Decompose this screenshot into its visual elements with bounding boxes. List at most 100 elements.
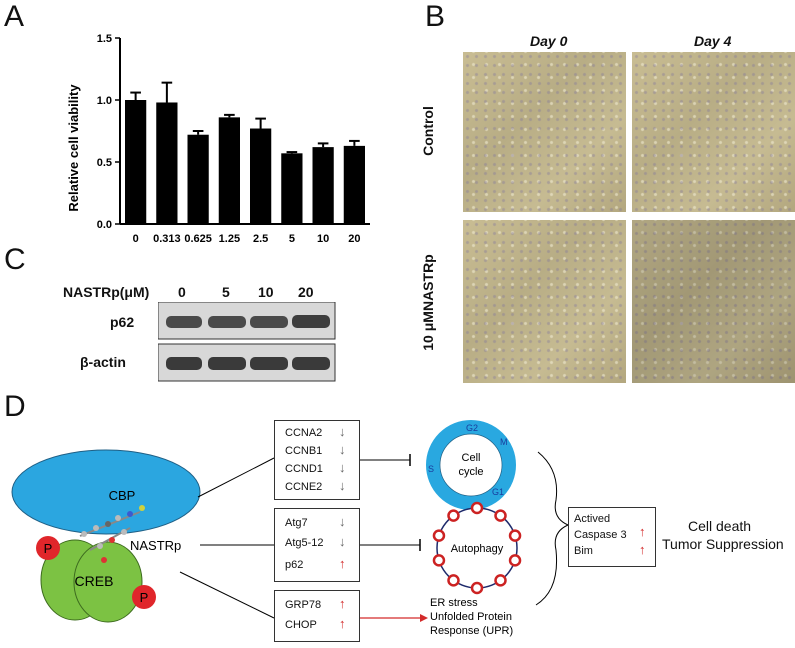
down-arrow: ↓ (339, 478, 346, 493)
col-label-day4: Day 4 (694, 33, 732, 49)
up-arrow: ↑ (339, 556, 346, 571)
outcome-tumor-suppression: Tumor Suppression (662, 536, 784, 552)
autophagosome-vesicle (494, 509, 507, 522)
x-tick-label: 0 (133, 233, 139, 245)
nastrp-molecule (79, 505, 145, 563)
nastrp-label: NASTRp (130, 538, 181, 553)
band-p62-10 (250, 316, 288, 328)
autophagy-gene-box: Atg7 Atg5-12 p62 ↓ ↓ ↑ (274, 508, 360, 582)
autophagosome-vesicle (494, 574, 507, 587)
cell-cycle-label-1: Cell (462, 452, 481, 464)
panel-label-a: A (4, 0, 25, 33)
micrograph-control-day4 (632, 52, 795, 212)
band-p62-20 (292, 315, 330, 328)
bar-0.313 (156, 102, 178, 224)
bar-0.625 (187, 134, 209, 224)
micrograph-control-day0 (463, 52, 626, 212)
band-actin-20 (292, 357, 330, 370)
phase-g2: G2 (466, 423, 478, 433)
er-stress-line-3: Response (UPR) (430, 625, 513, 637)
cbp-label: CBP (109, 488, 136, 503)
panel-label-d: D (4, 390, 26, 423)
up-arrow: ↑ (639, 524, 646, 539)
bar-0 (125, 100, 147, 224)
cell-cycle-ring (426, 420, 516, 510)
panel-label-c: C (4, 243, 26, 276)
panel-label-b: B (425, 0, 446, 33)
phospho-left (36, 536, 60, 560)
creb-ellipse-right (73, 541, 143, 623)
y-tick-label: 0.0 (97, 219, 112, 231)
y-tick-label: 1.5 (97, 33, 112, 45)
bar-10 (312, 147, 334, 224)
bar-2.5 (250, 128, 272, 224)
x-tick-label: 2.5 (253, 233, 268, 245)
autophagy-vesicles (432, 501, 522, 595)
down-arrow: ↓ (339, 534, 346, 549)
apoptosis-box: Actived Caspase 3 Bim ↑ ↑ (568, 507, 656, 567)
mechanism-diagram: CBP CREB P P NASTRp Cell cycle G2 M G1 S… (11, 420, 570, 637)
phase-g1: G1 (492, 487, 504, 497)
micrograph-treated-day4 (632, 220, 795, 383)
er-stress-line-1: ER stress (430, 597, 478, 609)
x-tick-label: 20 (348, 233, 360, 245)
row-label-treated: 10 μMNASTRp (420, 254, 436, 351)
band-actin-0 (166, 357, 202, 370)
band-label-actin: β-actin (80, 354, 126, 370)
phase-s: S (428, 464, 434, 474)
autophagosome-vesicle (470, 581, 484, 595)
er-gene-box: GRP78 CHOP ↑ ↑ (274, 590, 360, 642)
x-tick-label: 10 (317, 233, 329, 245)
up-arrow: ↑ (339, 616, 346, 631)
phospho-right-label: P (140, 590, 149, 605)
autophagosome-vesicle (508, 529, 522, 542)
dose-5: 5 (222, 284, 230, 300)
down-arrow: ↓ (339, 424, 346, 439)
x-tick-label: 0.625 (184, 233, 212, 245)
er-stress-line-2: Unfolded Protein (430, 611, 512, 623)
cbp-ellipse (11, 449, 201, 535)
bar-20 (343, 145, 365, 224)
treatment-label: NASTRp(μM) (63, 284, 150, 300)
creb-label: CREB (75, 573, 114, 589)
cell-cycle-gene-box: CCNA2 CCNB1 CCND1 CCNE2 ↓ ↓ ↓ ↓ (274, 420, 360, 500)
x-tick-label: 1.25 (219, 233, 240, 245)
autophagosome-vesicle (432, 529, 446, 542)
band-actin-10 (250, 357, 288, 370)
y-tick-label: 1.0 (97, 95, 112, 107)
y-tick-label: 0.5 (97, 157, 112, 169)
down-arrow: ↓ (339, 460, 346, 475)
autophagy-label: Autophagy (451, 543, 504, 555)
up-arrow: ↑ (639, 542, 646, 557)
row-label-control: Control (420, 106, 436, 156)
autophagosome-vesicle (470, 501, 484, 515)
cell-cycle-label-2: cycle (458, 466, 483, 478)
up-arrow: ↑ (339, 596, 346, 611)
band-actin-5 (208, 357, 246, 370)
autophagosome-vesicle (447, 574, 460, 587)
autophagosome-vesicle (447, 509, 460, 522)
micrograph-treated-day0 (463, 220, 626, 383)
outcome-cell-death: Cell death (688, 518, 752, 534)
bar-1.25 (218, 117, 240, 224)
down-arrow: ↓ (339, 442, 346, 457)
y-axis-label: Relative cell viability (66, 84, 81, 212)
phase-m: M (500, 437, 508, 447)
western-blot (158, 302, 336, 382)
chart-bars (125, 81, 365, 224)
band-label-p62: p62 (110, 314, 135, 330)
autophagosome-vesicle (508, 554, 522, 567)
band-p62-5 (208, 316, 246, 328)
phospho-right (132, 585, 156, 609)
phospho-left-label: P (44, 541, 53, 556)
down-arrow: ↓ (339, 514, 346, 529)
band-p62-0 (166, 316, 202, 328)
col-label-day0: Day 0 (530, 33, 568, 49)
x-tick-label: 5 (289, 233, 295, 245)
dose-20: 20 (298, 284, 314, 300)
dose-10: 10 (258, 284, 274, 300)
autophagosome-vesicle (432, 554, 446, 567)
x-tick-label: 0.313 (153, 233, 181, 245)
